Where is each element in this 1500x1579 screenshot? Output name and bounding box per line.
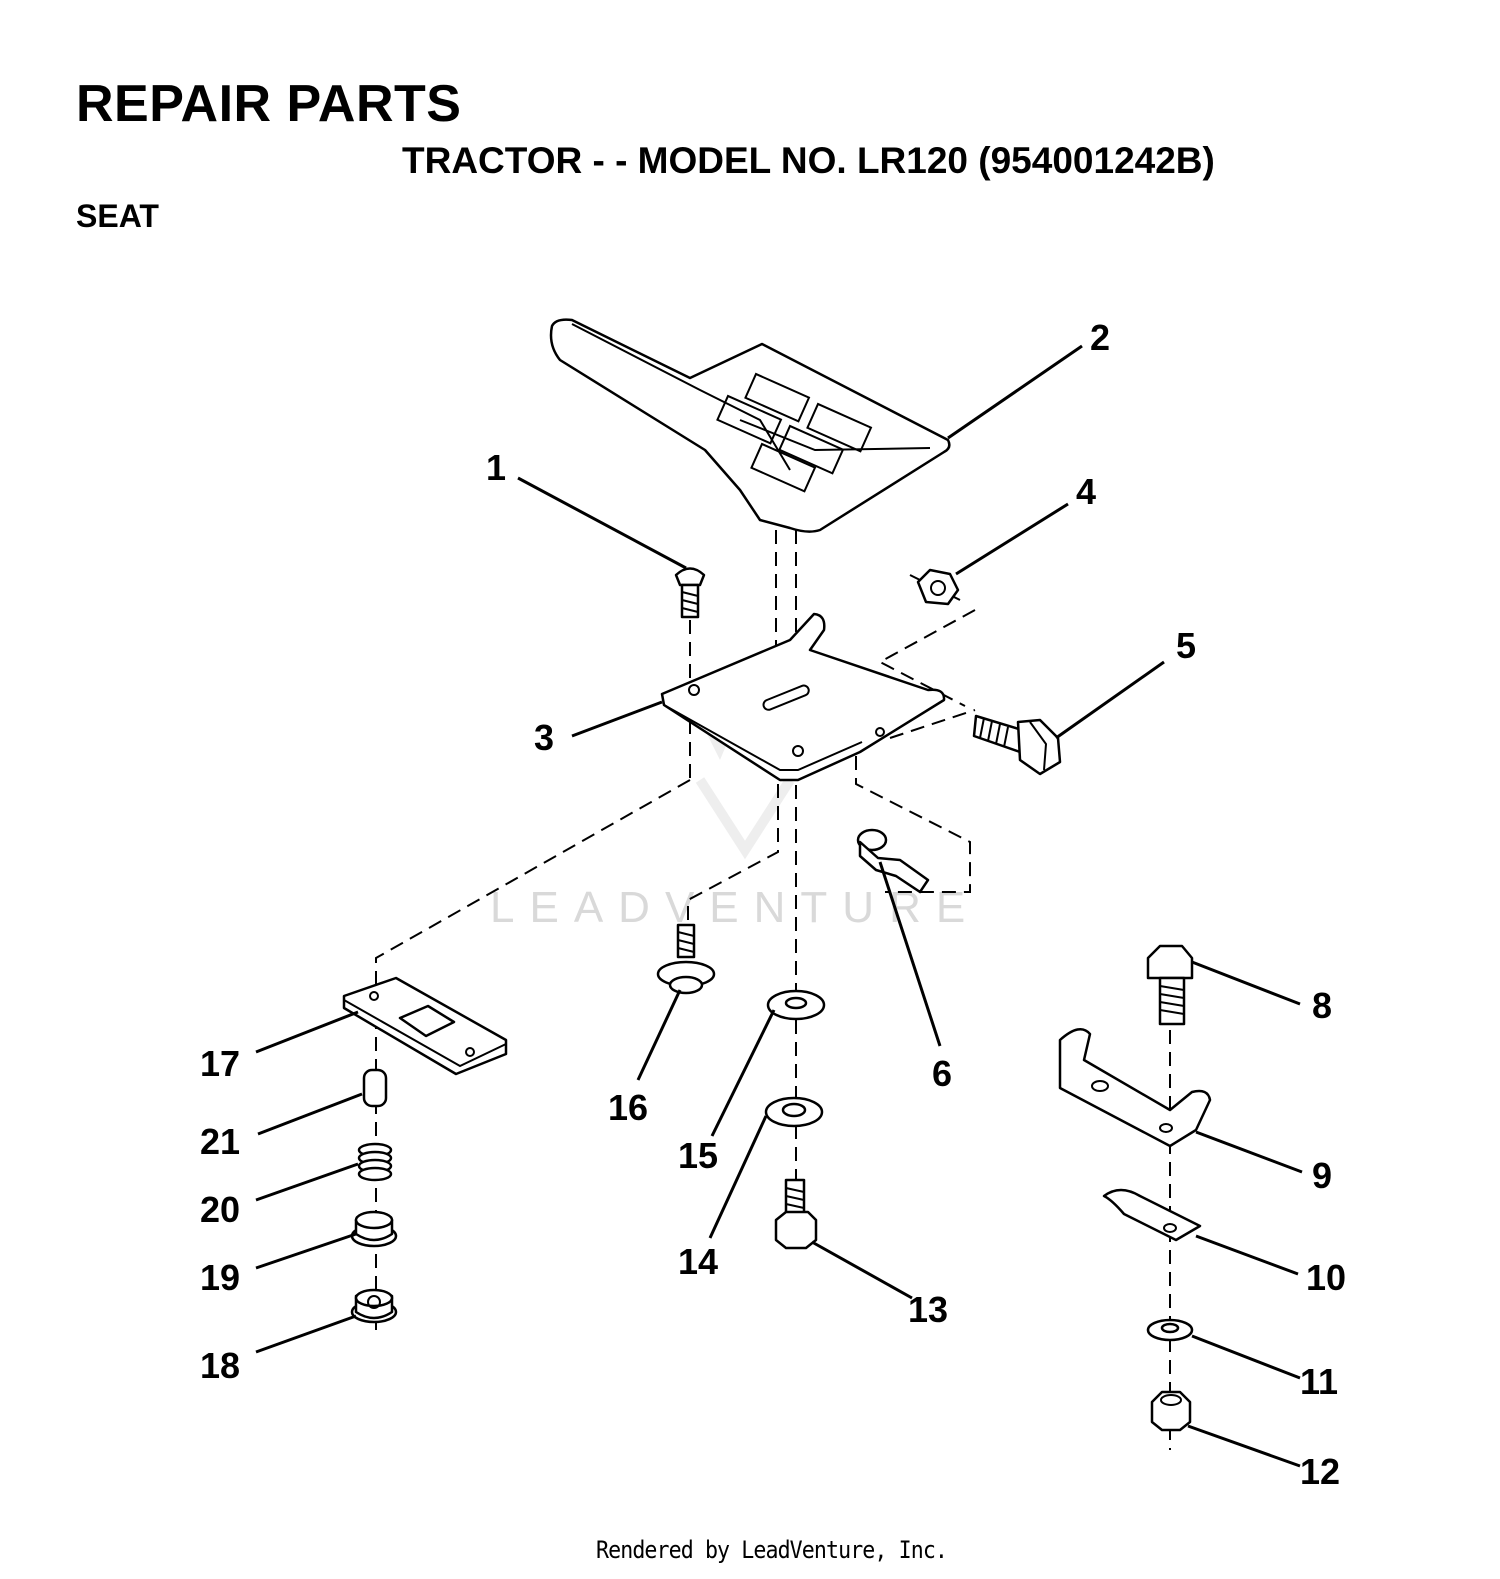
callout-1: 1 [486,447,506,488]
callout-19: 19 [200,1257,240,1298]
part-bushing-19 [350,1210,398,1248]
callout-20: 20 [200,1189,240,1230]
section-title: SEAT [76,198,159,234]
callout-2: 2 [1090,317,1110,358]
callout-12: 12 [1300,1451,1340,1492]
callout-17: 17 [200,1043,240,1084]
callout-3: 3 [534,717,554,758]
callout-5: 5 [1176,625,1196,666]
part-hex-bolt-5 [972,714,1062,776]
callout-21: 21 [200,1121,240,1162]
part-flat-washer-15 [766,989,826,1021]
watermark-text: LEADVENTURE [490,883,980,932]
part-latch-plate-17 [342,976,508,1076]
callout-18: 18 [200,1345,240,1386]
callout-15: 15 [678,1135,718,1176]
part-spring-20 [357,1142,393,1182]
part-carriage-bolt [674,567,706,619]
page-title: REPAIR PARTS [76,75,462,133]
callout-4: 4 [1076,471,1096,512]
part-washer-11 [1146,1318,1194,1342]
callout-14: 14 [678,1241,718,1282]
part-bracket-9 [1058,1027,1212,1148]
part-clip-6 [856,828,930,894]
callout-11: 11 [1300,1361,1338,1402]
model-subtitle: TRACTOR - - MODEL NO. LR120 (954001242B) [402,140,1215,181]
part-flange-nut-18 [350,1288,398,1324]
callout-6: 6 [932,1053,952,1094]
part-bolt-13 [774,1178,818,1250]
callout-10: 10 [1306,1257,1346,1298]
part-shoulder-bolt-16 [656,923,716,995]
leader-lines [255,344,1303,1468]
callout-numbers: 1 2 3 4 5 6 8 9 10 11 12 13 14 15 16 17 … [200,317,1346,1492]
part-lock-nut-12 [1150,1390,1192,1432]
callout-9: 9 [1312,1155,1332,1196]
callout-8: 8 [1312,985,1332,1026]
part-clip-plate-10 [1102,1188,1202,1242]
part-pin-21 [362,1068,388,1108]
part-hex-bolt-8 [1146,944,1194,1026]
part-seat-plate [660,612,946,782]
part-seat [549,318,951,533]
part-hex-nut-4 [916,568,960,606]
callout-13: 13 [908,1289,948,1330]
callout-16: 16 [608,1087,648,1128]
footer-credit: Rendered by LeadVenture, Inc. [596,1536,948,1564]
part-lock-washer-14 [764,1096,824,1128]
